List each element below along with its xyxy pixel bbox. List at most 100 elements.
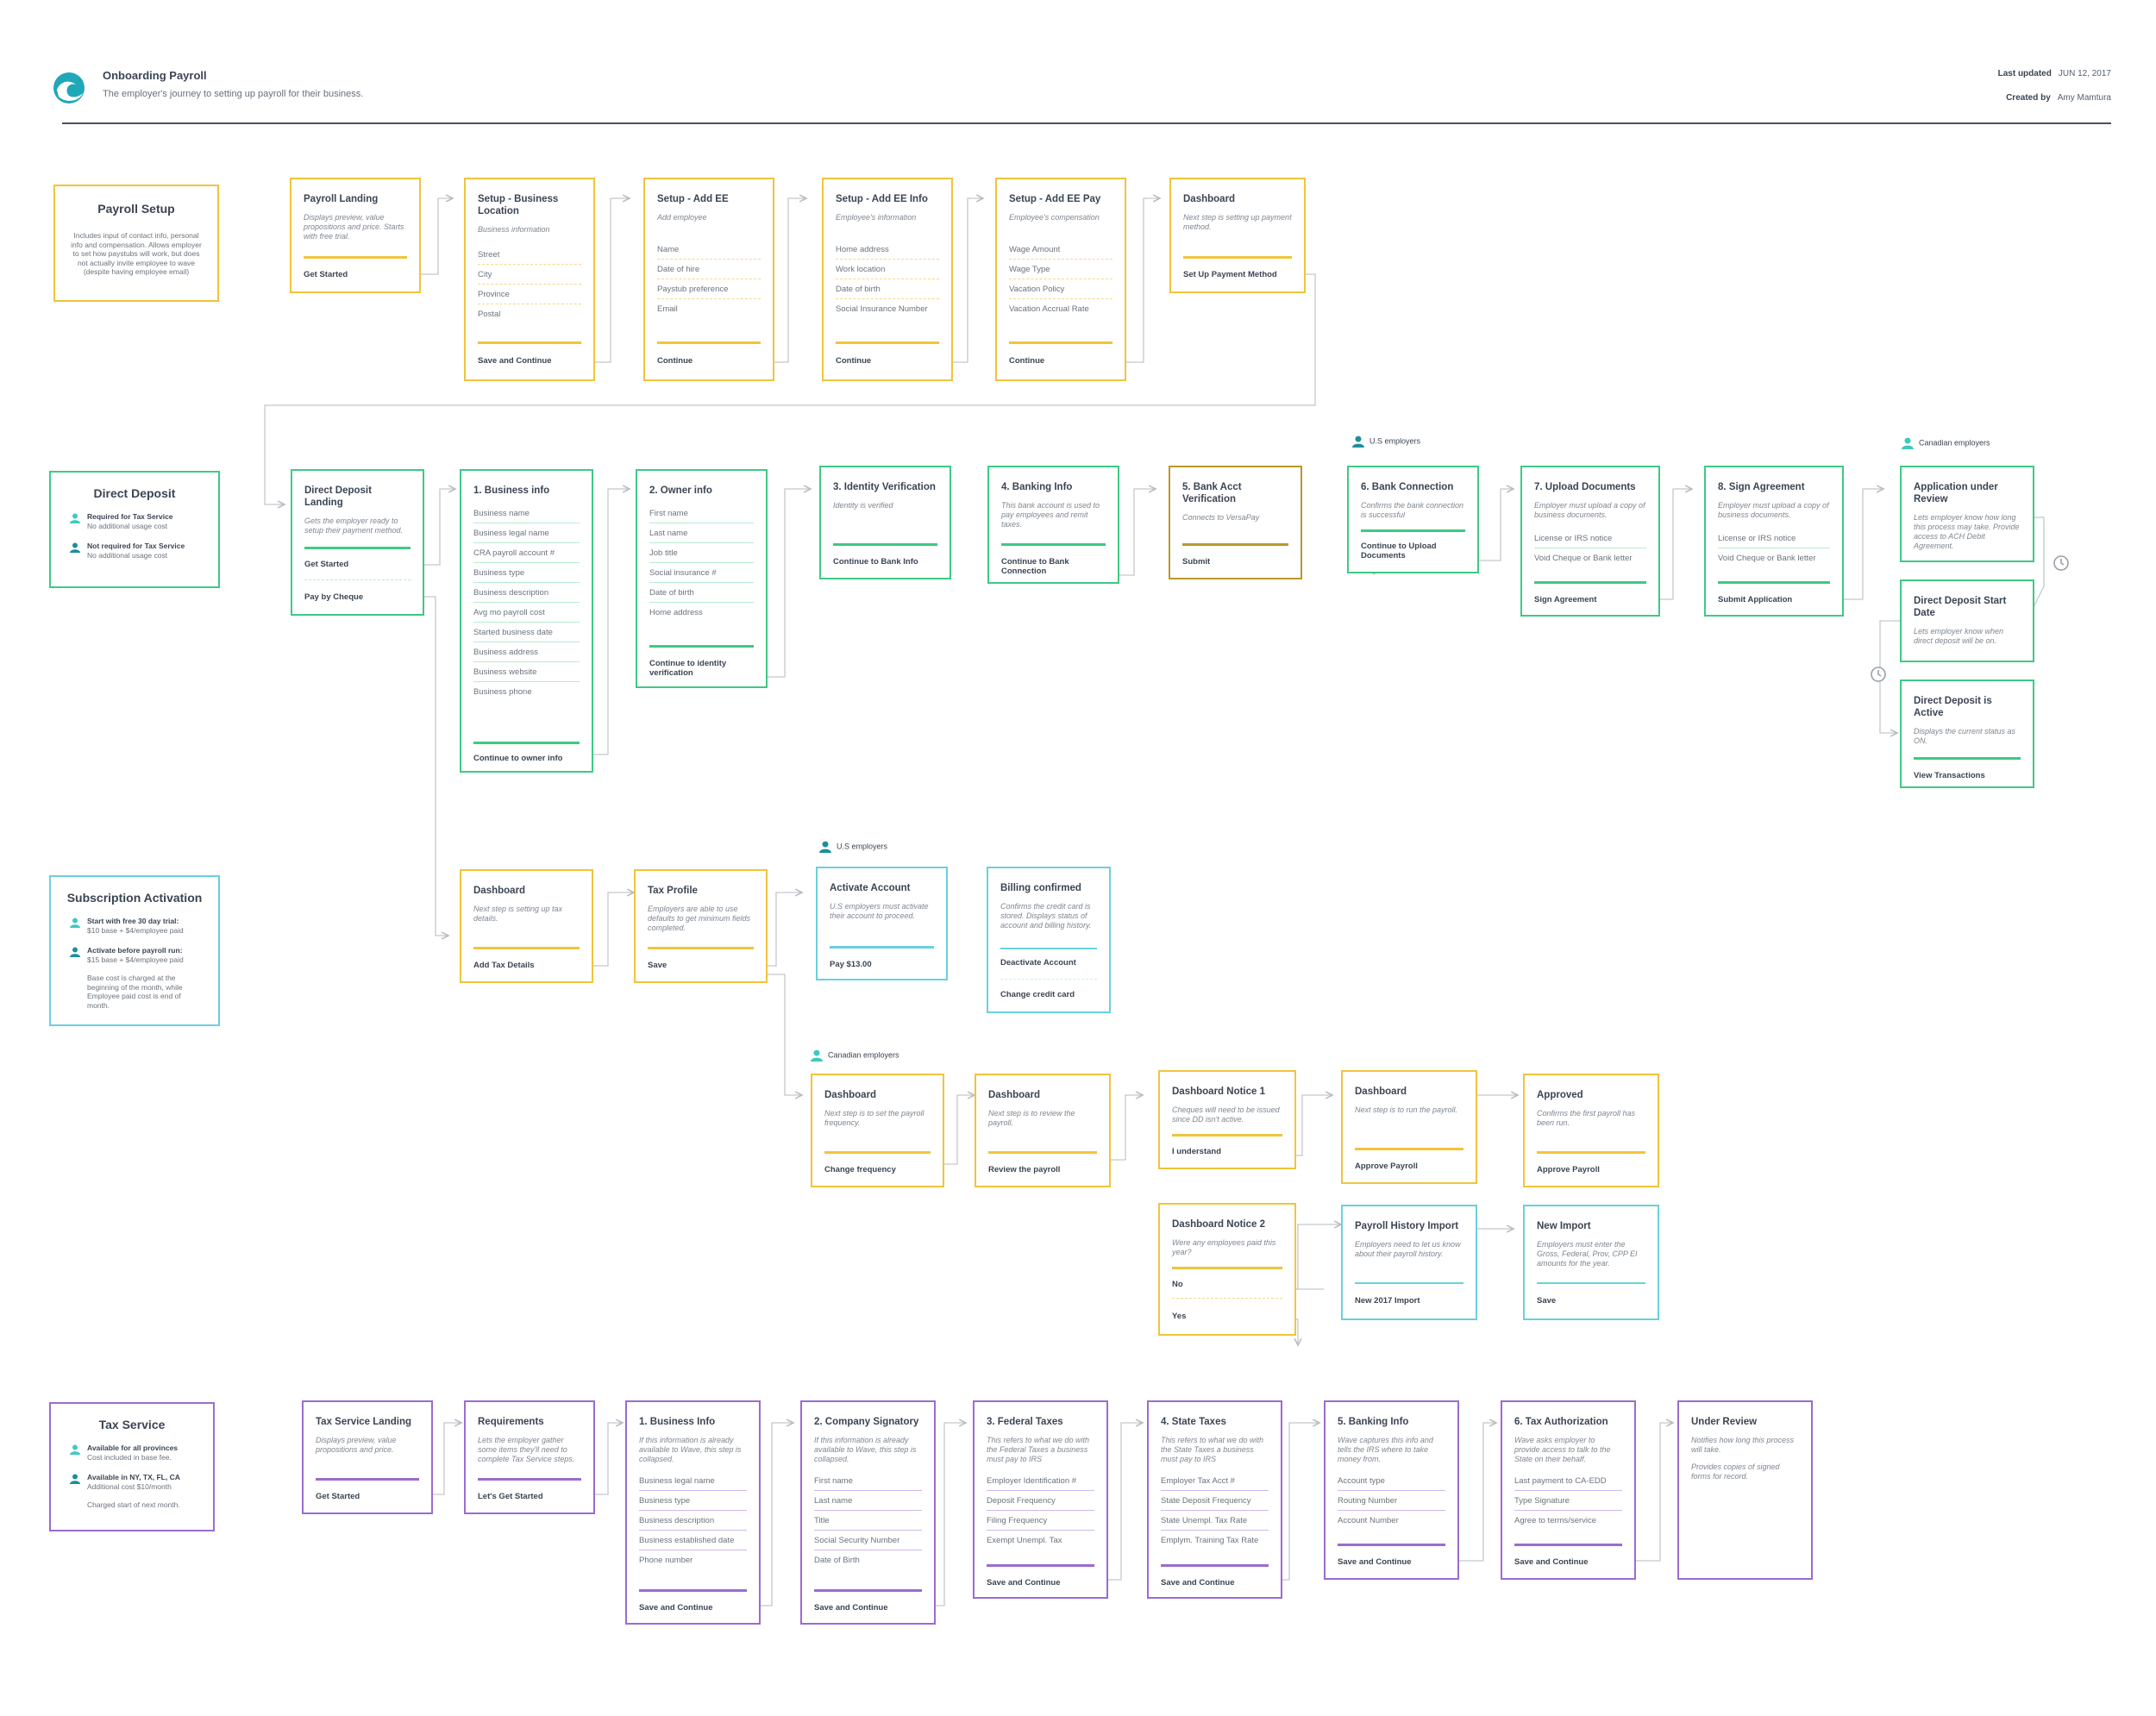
field-date-of-birth[interactable]: Date of Birth [814,1556,860,1565]
continue-button[interactable]: Continue [836,356,872,366]
set-up-payment-method-button[interactable]: Set Up Payment Method [1183,270,1277,279]
field-sin[interactable]: Social Insurance Number [836,304,928,314]
field-last-name[interactable]: Last name [814,1491,922,1511]
field-filing-frequency[interactable]: Filing Frequency [987,1511,1094,1531]
field-work-location[interactable]: Work location [836,260,939,279]
field-business-legal-name[interactable]: Business legal name [639,1471,747,1491]
get-started-button[interactable]: Get Started [316,1492,360,1501]
field-first-name[interactable]: First name [814,1471,922,1491]
field-training-tax-rate[interactable]: Emplym. Training Tax Rate [1161,1536,1259,1545]
review-the-payroll-button[interactable]: Review the payroll [988,1165,1061,1174]
yes-button[interactable]: Yes [1172,1312,1187,1321]
field-deposit-frequency[interactable]: Deposit Frequency [987,1491,1094,1511]
save-and-continue-button[interactable]: Save and Continue [987,1578,1061,1588]
field-wage-type[interactable]: Wage Type [1009,260,1112,279]
card-dd-start-date: Direct Deposit Start Date Lets employer … [1900,579,2034,662]
field-account-type[interactable]: Account type [1338,1471,1445,1491]
approve-payroll-button[interactable]: Approve Payroll [1355,1162,1418,1171]
save-and-continue-button[interactable]: Save and Continue [639,1603,713,1613]
field-business-type[interactable]: Business type [639,1491,747,1511]
field-business-description[interactable]: Business description [473,583,580,603]
no-button[interactable]: No [1172,1280,1183,1289]
continue-to-upload-docs-button[interactable]: Continue to Upload Documents [1361,542,1437,561]
field-business-description[interactable]: Business description [639,1511,747,1531]
field-ssn[interactable]: Social Security Number [814,1531,922,1550]
field-first-name[interactable]: First name [649,504,754,523]
lets-get-started-button[interactable]: Let's Get Started [478,1492,543,1501]
new-import-button[interactable]: New 2017 Import [1355,1296,1420,1306]
continue-to-bank-info-button[interactable]: Continue to Bank Info [833,557,918,567]
field-last-payment[interactable]: Last payment to CA-EDD [1514,1471,1622,1491]
field-business-established[interactable]: Business established date [639,1531,747,1550]
view-transactions-button[interactable]: View Transactions [1914,771,1985,780]
field-province[interactable]: Province [478,285,581,304]
field-type-signature[interactable]: Type Signature [1514,1491,1622,1511]
field-date-of-birth[interactable]: Date of birth [649,583,754,603]
field-vacation-policy[interactable]: Vacation Policy [1009,279,1112,299]
field-agree-terms[interactable]: Agree to terms/service [1514,1516,1597,1525]
field-last-name[interactable]: Last name [649,523,754,543]
continue-button[interactable]: Continue [1009,356,1045,366]
field-exempt-unempl[interactable]: Exempt Unempl. Tax [987,1536,1062,1545]
field-title[interactable]: Title [814,1511,922,1531]
field-social-insurance[interactable]: Social insurance # [649,563,754,583]
pay-button[interactable]: Pay $13.00 [830,960,872,969]
save-and-continue-button[interactable]: Save and Continue [1514,1557,1589,1567]
field-email[interactable]: Email [657,304,678,314]
field-date-of-hire[interactable]: Date of hire [657,260,761,279]
approve-payroll-button[interactable]: Approve Payroll [1537,1165,1600,1174]
field-business-phone[interactable]: Business phone [473,687,532,697]
get-started-button[interactable]: Get Started [304,270,348,279]
field-name[interactable]: Name [657,240,761,260]
save-button[interactable]: Save [1537,1296,1557,1306]
field-paystub-preference[interactable]: Paystub preference [657,279,761,299]
field-started-date[interactable]: Started business date [473,623,580,642]
field-avg-payroll[interactable]: Avg mo payroll cost [473,603,580,623]
save-and-continue-button[interactable]: Save and Continue [478,356,552,366]
change-frequency-button[interactable]: Change frequency [824,1165,896,1174]
field-state-unempl-rate[interactable]: State Unempl. Tax Rate [1161,1511,1269,1531]
sign-agreement-button[interactable]: Sign Agreement [1534,595,1597,604]
field-street[interactable]: Street [478,245,581,265]
field-vacation-accrual[interactable]: Vacation Accrual Rate [1009,304,1089,314]
field-business-type[interactable]: Business type [473,563,580,583]
continue-to-owner-info-button[interactable]: Continue to owner info [473,754,563,763]
field-phone-number[interactable]: Phone number [639,1556,693,1565]
field-date-of-birth[interactable]: Date of birth [836,279,939,299]
field-cra-account[interactable]: CRA payroll account # [473,543,580,563]
submit-button[interactable]: Submit [1182,557,1211,567]
field-state-deposit-frequency[interactable]: State Deposit Frequency [1161,1491,1269,1511]
save-button[interactable]: Save [648,961,667,970]
save-and-continue-button[interactable]: Save and Continue [1161,1578,1235,1588]
field-business-address[interactable]: Business address [473,642,580,662]
field-void-cheque[interactable]: Void Cheque or Bank letter [1534,554,1633,563]
field-routing-number[interactable]: Routing Number [1338,1491,1445,1511]
change-credit-card-button[interactable]: Change credit card [1000,990,1075,999]
field-employer-id[interactable]: Employer Identification # [987,1471,1094,1491]
field-void-cheque[interactable]: Void Cheque or Bank letter [1718,554,1816,563]
field-postal[interactable]: Postal [478,310,501,319]
submit-application-button[interactable]: Submit Application [1718,595,1793,604]
field-home-address[interactable]: Home address [649,608,703,617]
save-and-continue-button[interactable]: Save and Continue [1338,1557,1412,1567]
continue-to-bank-connection-button[interactable]: Continue to Bank Connection [1001,557,1069,576]
field-employer-tax-acct[interactable]: Employer Tax Acct # [1161,1471,1269,1491]
field-job-title[interactable]: Job title [649,543,754,563]
get-started-button[interactable]: Get Started [304,560,349,569]
continue-button[interactable]: Continue [657,356,693,366]
field-business-name[interactable]: Business name [473,504,580,523]
add-tax-details-button[interactable]: Add Tax Details [473,961,535,970]
field-license[interactable]: License or IRS notice [1718,529,1830,548]
i-understand-button[interactable]: I understand [1172,1147,1222,1156]
pay-by-cheque-button[interactable]: Pay by Cheque [304,592,364,602]
field-city[interactable]: City [478,265,581,285]
deactivate-account-button[interactable]: Deactivate Account [1000,958,1076,968]
save-and-continue-button[interactable]: Save and Continue [814,1603,888,1613]
field-business-legal-name[interactable]: Business legal name [473,523,580,543]
field-account-number[interactable]: Account Number [1338,1516,1399,1525]
field-license[interactable]: License or IRS notice [1534,529,1646,548]
field-home-address[interactable]: Home address [836,240,939,260]
field-wage-amount[interactable]: Wage Amount [1009,240,1112,260]
continue-to-identity-button[interactable]: Continue to identity verification [649,659,727,678]
field-business-website[interactable]: Business website [473,662,580,682]
